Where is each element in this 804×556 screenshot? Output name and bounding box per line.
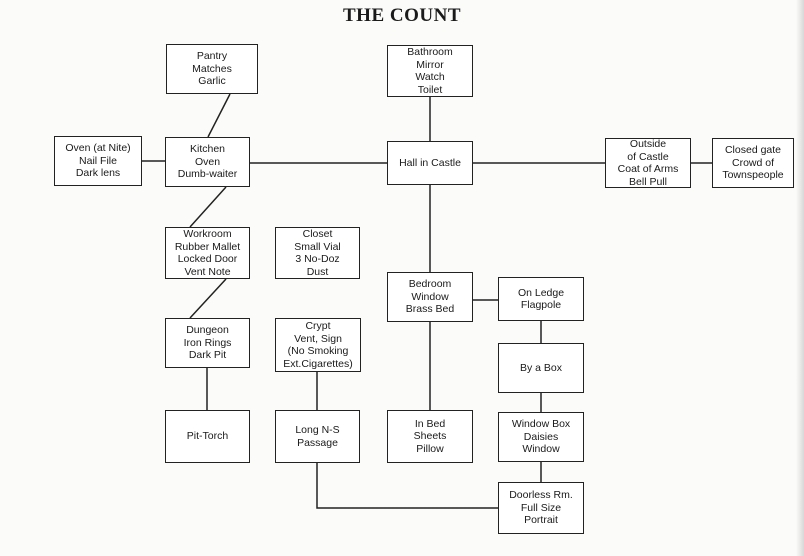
- room-kitchen-line: Oven: [194, 155, 221, 168]
- room-torch: Pit-Torch: [165, 410, 250, 463]
- room-oven-line: Oven (at Nite): [65, 142, 131, 155]
- room-pantry-line: Pantry: [196, 50, 228, 63]
- room-ledge-line: Flagpole: [520, 299, 562, 311]
- room-crypt-line: (No Smoking: [287, 345, 349, 357]
- room-outside-line: Coat of Arms: [617, 163, 679, 175]
- room-gate-line: Crowd of: [731, 156, 774, 169]
- room-pantry-line: Garlic: [198, 75, 226, 88]
- room-gate-line: Townspeople: [722, 169, 784, 182]
- room-dungeon-line: Iron Rings: [183, 336, 232, 349]
- room-box: By a Box: [498, 343, 584, 393]
- room-inbed-line: Sheets: [413, 430, 447, 443]
- room-bedroom-line: Bedroom: [408, 278, 452, 291]
- room-closet-line: Small Vial: [294, 240, 341, 253]
- page-edge-shadow: [796, 0, 804, 556]
- link-kitchen-workroom: [189, 186, 227, 228]
- room-passage-line: Long N-S: [295, 424, 340, 436]
- room-hall: Hall in Castle: [387, 141, 473, 185]
- room-pantry-line: Matches: [192, 62, 232, 75]
- room-crypt-line: Crypt: [305, 320, 331, 332]
- room-box-line: By a Box: [519, 361, 563, 374]
- room-doorless-line: Portrait: [524, 514, 558, 527]
- room-hall-line: Hall in Castle: [399, 156, 461, 169]
- room-ledge-line: On Ledge: [517, 286, 565, 299]
- room-closet-line: Closet: [302, 228, 333, 240]
- room-inbed-line: In Bed: [414, 417, 446, 430]
- room-bathroom-line: Toilet: [417, 83, 443, 96]
- room-kitchen-line: Kitchen: [189, 143, 226, 156]
- room-outside-line: of Castle: [627, 150, 669, 163]
- room-outside-line: Outside: [629, 138, 667, 150]
- room-windowbox-line: Window: [522, 443, 560, 456]
- room-bedroom-line: Brass Bed: [405, 303, 455, 316]
- room-gate-line: Closed gate: [724, 144, 782, 157]
- room-bedroom-line: Window: [411, 290, 449, 303]
- room-bathroom-line: Bathroom: [407, 46, 453, 58]
- room-crypt-line: Vent, Sign: [294, 332, 342, 345]
- room-workroom-line: Rubber Mallet: [174, 240, 241, 253]
- room-oven-line: Dark lens: [75, 167, 121, 180]
- room-closet-line: 3 No-Doz: [295, 253, 340, 265]
- room-closet-line: Dust: [306, 265, 329, 278]
- room-workroom-line: Locked Door: [177, 253, 238, 265]
- room-dungeon-line: Dark Pit: [188, 349, 227, 362]
- room-doorless-line: Full Size: [520, 501, 562, 514]
- room-workroom-line: Workroom: [183, 228, 232, 240]
- room-oven-line: Nail File: [79, 154, 117, 167]
- link-passage-doorless: [316, 463, 498, 509]
- room-windowbox-line: Daisies: [523, 430, 559, 443]
- room-crypt-line: Ext.Cigarettes): [283, 357, 353, 370]
- link-workroom-dungeon: [189, 278, 227, 319]
- room-workroom-line: Vent Note: [184, 265, 231, 278]
- room-doorless-line: Doorless Rm.: [509, 489, 573, 502]
- room-windowbox-line: Window Box: [511, 418, 571, 431]
- room-dungeon-line: Dungeon: [186, 324, 229, 337]
- room-passage-line: Passage: [297, 436, 338, 449]
- room-inbed-line: Pillow: [416, 442, 444, 455]
- page-title: THE COUNT: [343, 5, 461, 26]
- room-outside-line: Bell Pull: [629, 175, 667, 188]
- room-bathroom-line: Mirror: [416, 58, 444, 71]
- link-pantry-kitchen: [207, 93, 231, 138]
- room-torch-line: Pit-Torch: [186, 430, 229, 443]
- room-kitchen-line: Dumb-waiter: [177, 168, 238, 181]
- room-bathroom-line: Watch: [415, 71, 445, 83]
